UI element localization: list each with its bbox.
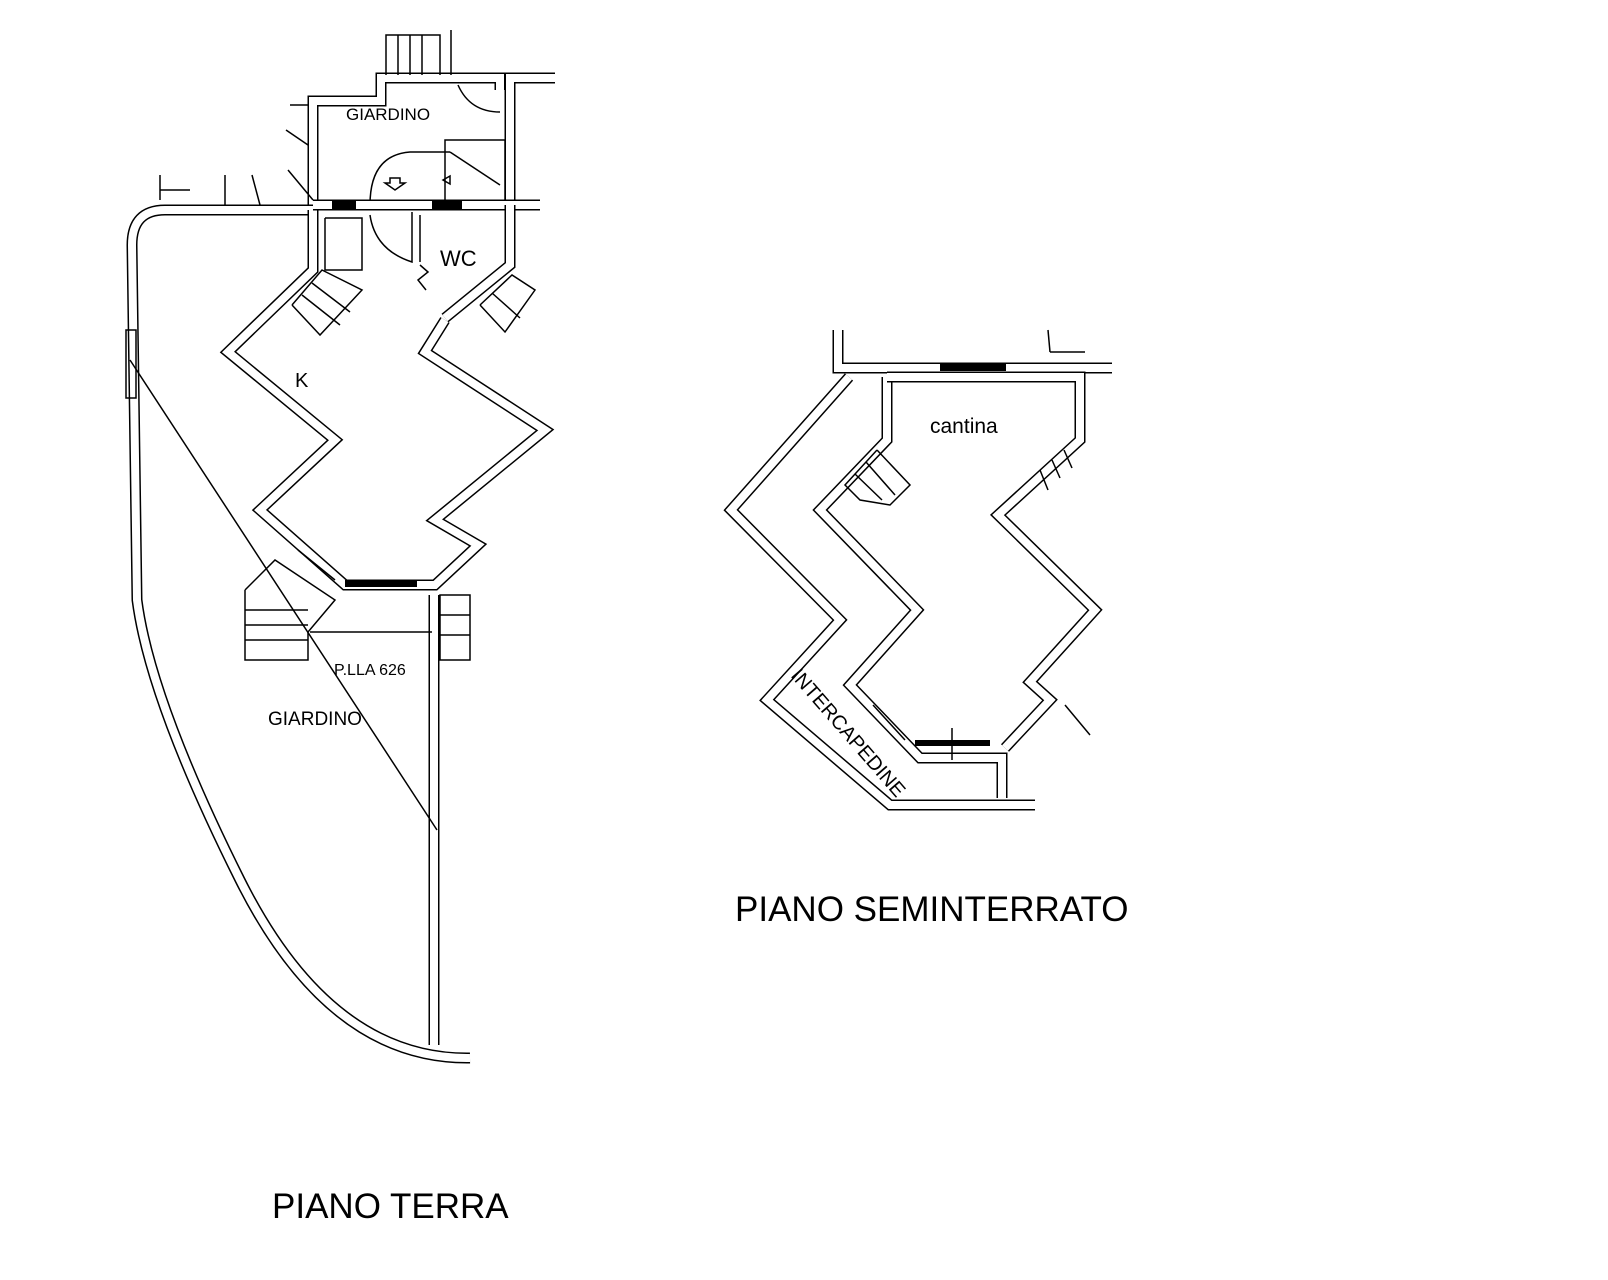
stair-basement [843, 449, 912, 506]
basement-walls [723, 329, 1112, 811]
stair-ground-bottom [244, 549, 471, 661]
parcel-label: P.LLA 626 [334, 662, 406, 679]
basement-title: PIANO SEMINTERRATO [735, 890, 1128, 929]
room-label-giardino-bottom: GIARDINO [268, 709, 362, 730]
stair-ground-right [479, 274, 537, 334]
ground-floor-title: PIANO TERRA [272, 1187, 509, 1226]
room-label-giardino-top: GIARDINO [346, 105, 430, 124]
stair-ground-left [291, 217, 364, 337]
room-label-cantina: cantina [930, 415, 998, 438]
basement-plan: cantina INTERCAPEDINE PIANO SEMINTERRATO [723, 329, 1128, 929]
ground-floor-unit-walls [219, 199, 555, 661]
garden-boundary [125, 174, 471, 1064]
room-label-kitchen: K [295, 370, 309, 392]
top-garden-walls [285, 30, 555, 210]
ground-floor-plan: GIARDINO WC K P.LLA 626 GIARDINO PIANO T… [125, 30, 555, 1226]
room-label-wc: WC [440, 246, 477, 271]
